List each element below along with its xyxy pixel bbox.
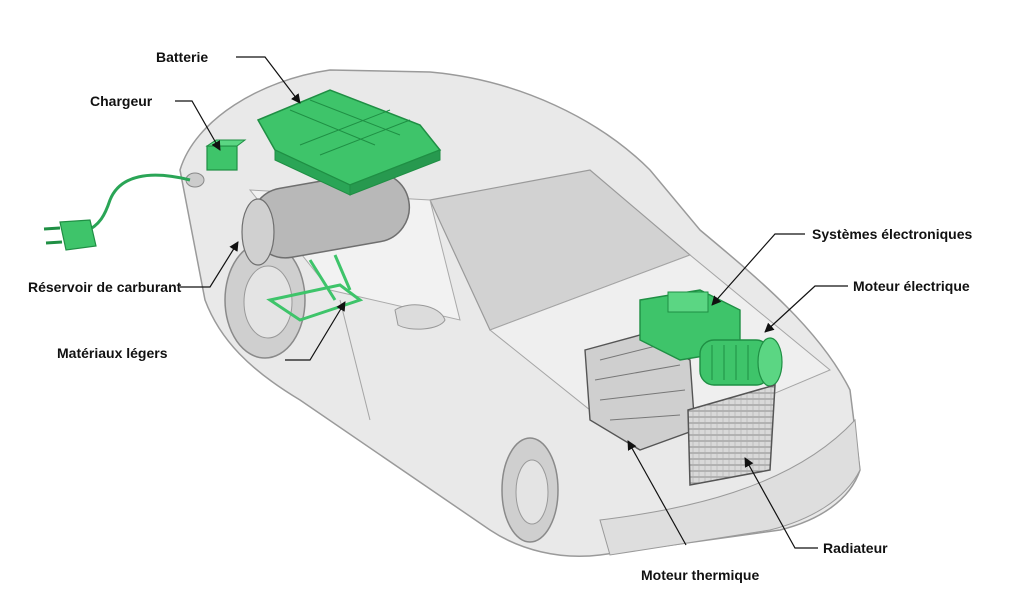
leader-lines (175, 56, 848, 549)
label-moteur-electrique: Moteur électrique (853, 278, 970, 294)
lightweight-frame (266, 254, 364, 322)
label-chargeur: Chargeur (90, 93, 153, 109)
battery-shape (256, 89, 442, 196)
electric-motor-shape (699, 337, 783, 387)
label-radiateur: Radiateur (823, 540, 888, 556)
charging-cable (43, 173, 191, 251)
label-moteur-thermique: Moteur thermique (641, 567, 760, 583)
label-batterie: Batterie (156, 49, 209, 65)
label-reservoir: Réservoir de carburant (28, 279, 182, 295)
label-materiaux: Matériaux légers (57, 345, 168, 361)
fuel-tank-shape (241, 171, 411, 266)
label-systemes: Systèmes électroniques (812, 226, 973, 242)
